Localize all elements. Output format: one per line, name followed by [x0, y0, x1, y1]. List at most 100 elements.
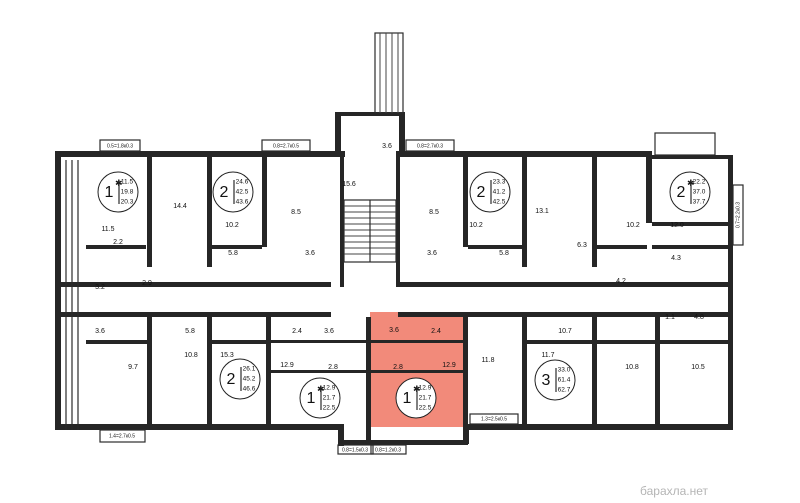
balcony-label: 1.3=2.5к0.5: [481, 416, 507, 422]
apartment-tag[interactable]: 1 ✱ 12.9 21.7 22.5: [299, 377, 341, 419]
room-area: 2.4: [431, 328, 441, 335]
room-area: 2.2: [113, 239, 123, 246]
outer-walls: [55, 112, 733, 446]
room-area: 4.2: [616, 278, 626, 285]
room-area-labels: 11.5 14.4 10.2 8.5 15.6 3.6 8.5 10.2 13.…: [95, 143, 705, 371]
total-with-balcony-area: 42.5: [493, 199, 506, 206]
left-duct: [65, 160, 79, 430]
room-area: 3.6: [305, 250, 315, 257]
total-with-balcony-area: 46.6: [243, 386, 256, 393]
total-area: 37.0: [693, 189, 706, 196]
room-area: 1.1: [665, 314, 675, 321]
room-area: 3.6: [324, 328, 334, 335]
room-count: 2: [677, 184, 686, 201]
room-area: 11.7: [541, 352, 554, 359]
balcony-label: 0.8=2.7к0.3: [417, 143, 443, 149]
room-area: 3.6: [427, 250, 437, 257]
room-area: 5.8: [228, 250, 238, 257]
living-area: 33.0: [558, 367, 571, 374]
room-area: 2.4: [292, 328, 302, 335]
room-area: 15.3: [220, 352, 234, 359]
total-with-balcony-area: 22.5: [419, 405, 432, 412]
room-count: 2: [220, 184, 229, 201]
living-area: 12.9: [419, 385, 432, 392]
balcony-label: 0.5=1.8к0.3: [107, 143, 133, 149]
balcony-labels: 0.5=1.8к0.3 0.8=2.7к0.5 0.8=2.7к0.3 0.7=…: [107, 143, 741, 453]
balcony-label: 0.7=2.2к0.3: [735, 202, 741, 228]
apartment-tag[interactable]: 2 ✱ 22.2 37.0 37.7: [669, 171, 711, 213]
room-area: 8.5: [291, 209, 301, 216]
total-with-balcony-area: 20.3: [121, 199, 134, 206]
balcony-label: 0.8=1.2к0.3: [375, 447, 401, 453]
room-count: 1: [105, 184, 114, 201]
total-area: 19.8: [121, 189, 134, 196]
room-area: 3.6: [95, 328, 105, 335]
watermark: барахла.нет: [640, 484, 709, 498]
room-count: 1: [307, 390, 316, 407]
room-area: 10.8: [184, 352, 198, 359]
room-area: 11.5: [101, 226, 114, 233]
total-area: 42.5: [236, 189, 249, 196]
balcony-outlines: [99, 132, 744, 455]
room-area: 12.9: [280, 362, 294, 369]
room-area: 10.2: [469, 222, 483, 229]
room-area: 2.8: [328, 364, 338, 371]
room-area: 5.8: [185, 328, 195, 335]
room-area: 14.4: [173, 203, 187, 210]
room-area: 4.3: [671, 255, 681, 262]
room-area: 3.6: [389, 327, 399, 334]
room-area: 10.7: [558, 328, 572, 335]
room-count: 2: [227, 371, 236, 388]
room-area: 3.2: [95, 284, 105, 291]
room-area: 10.2: [626, 222, 640, 229]
balcony-label: 0.8=1.5к0.3: [342, 447, 368, 453]
apartment-tag[interactable]: 1 ✱ 11.5 19.8 20.3: [97, 171, 139, 213]
total-area: 21.7: [323, 395, 336, 402]
room-count: 3: [542, 372, 551, 389]
room-area: 5.8: [499, 250, 509, 257]
room-area: 6.3: [577, 242, 587, 249]
apartment-tag[interactable]: 3 33.0 61.4 62.7: [534, 359, 576, 401]
room-area: 8.5: [429, 209, 439, 216]
total-with-balcony-area: 22.5: [323, 405, 336, 412]
living-area: 11.5: [121, 179, 134, 186]
total-with-balcony-area: 62.7: [558, 387, 571, 394]
room-area: 9.7: [128, 364, 138, 371]
total-area: 61.4: [558, 377, 571, 384]
living-area: 24.6: [236, 179, 249, 186]
corridor-walls: [61, 282, 728, 317]
apartment-tag[interactable]: 2 23.3 41.2 42.5: [469, 171, 511, 213]
room-area: 10.8: [625, 364, 639, 371]
room-area: 10.2: [225, 222, 239, 229]
partition-walls: [86, 157, 728, 440]
room-area: 10.5: [691, 364, 705, 371]
apartment-tag[interactable]: 2 24.6 42.5 43.6: [212, 171, 254, 213]
room-area: 12.9: [442, 362, 456, 369]
room-count: 2: [477, 184, 486, 201]
total-area: 41.2: [493, 189, 506, 196]
room-area: 11.8: [481, 357, 494, 364]
room-area: 15.6: [342, 181, 356, 188]
living-area: 22.2: [693, 179, 706, 186]
balcony-label: 1.4=2.7к0.5: [109, 433, 135, 439]
balcony-label: 0.8=2.7к0.5: [273, 143, 299, 149]
apartment-tag[interactable]: 1 ✱ 12.9 21.7 22.5: [395, 377, 437, 419]
room-area: 4.8: [694, 314, 704, 321]
total-area: 45.2: [243, 376, 256, 383]
room-area: 2.8: [393, 364, 403, 371]
room-count: 1: [403, 390, 412, 407]
total-with-balcony-area: 43.6: [236, 199, 249, 206]
room-area: 12.0: [670, 222, 684, 229]
living-area: 23.3: [493, 179, 506, 186]
stair-and-shaft: [343, 32, 404, 263]
room-area: 3.6: [382, 143, 392, 150]
apartment-tag[interactable]: 2 26.1 45.2 46.6: [219, 358, 261, 400]
total-with-balcony-area: 37.7: [693, 199, 706, 206]
living-area: 26.1: [243, 366, 256, 373]
room-area: 2.9: [142, 280, 152, 287]
room-area: 13.1: [535, 208, 549, 215]
total-area: 21.7: [419, 395, 432, 402]
living-area: 12.9: [323, 385, 336, 392]
